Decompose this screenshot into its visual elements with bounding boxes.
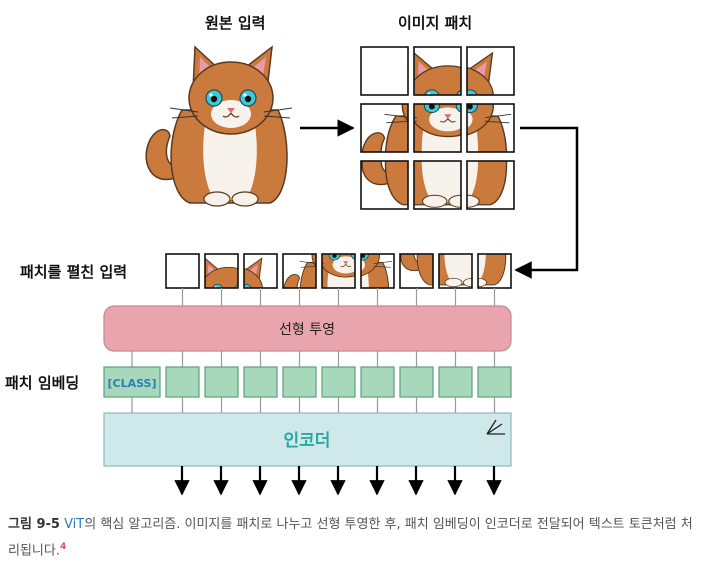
encoder-output-arrows [174, 466, 502, 496]
patch-grid [360, 46, 515, 210]
embedding-token [360, 366, 395, 398]
caption-figure-number: 그림 9-5 [8, 517, 60, 532]
caption-text: 의 핵심 알고리즘. 이미지를 패치로 나누고 선형 투영한 후, 패치 임베딩… [8, 517, 693, 559]
grid-patch [413, 103, 462, 153]
encoder-label: 인코더 [284, 431, 331, 451]
flat-patch [360, 253, 395, 289]
embedding-token [438, 366, 473, 398]
flat-to-projection-lines [181, 288, 496, 306]
embedding-token [243, 366, 278, 398]
grid-patch [413, 46, 462, 96]
attention-fan-icon [486, 419, 505, 435]
encoder-block [103, 412, 512, 467]
arrow-to-flattened [514, 126, 579, 279]
flat-patch [321, 253, 356, 289]
flat-patch [477, 253, 512, 289]
linear-projection-label: 선형 투영 [279, 322, 335, 338]
caption-model-name: ViT [64, 517, 85, 532]
embedding-token [204, 366, 239, 398]
grid-patch [466, 103, 515, 153]
class-token-label: [CLASS] [107, 377, 156, 390]
flat-patch [165, 253, 200, 289]
flat-patch [243, 253, 278, 289]
grid-patch [360, 160, 409, 210]
linear-projection-block [103, 305, 512, 352]
grid-patch [466, 46, 515, 96]
grid-patch [413, 160, 462, 210]
grid-patch [360, 103, 409, 153]
label-patch-embedding: 패치 임베딩 [5, 374, 80, 392]
flat-patch [282, 253, 317, 289]
embedding-token [321, 366, 356, 398]
flat-patch [204, 253, 239, 289]
embedding-to-encoder-lines [131, 397, 496, 413]
flat-patch [438, 253, 473, 289]
embedding-token [282, 366, 317, 398]
flattened-patches [165, 253, 512, 289]
grid-patch [466, 160, 515, 210]
flat-patch [399, 253, 434, 289]
label-flattened-input: 패치를 펼친 입력 [20, 263, 128, 281]
embedding-tokens [165, 366, 512, 398]
embedding-token [477, 366, 512, 398]
embedding-token [165, 366, 200, 398]
label-original-input: 원본 입력 [205, 14, 266, 32]
embedding-token [399, 366, 434, 398]
projection-to-embedding-lines [131, 351, 496, 367]
grid-patch [360, 46, 409, 96]
caption-footnote: 4 [59, 542, 67, 552]
original-cat-image [145, 46, 293, 207]
label-image-patches: 이미지 패치 [398, 14, 473, 32]
figure-caption: 그림 9-5 ViT의 핵심 알고리즘. 이미지를 패치로 나누고 선형 투영한… [8, 514, 698, 562]
